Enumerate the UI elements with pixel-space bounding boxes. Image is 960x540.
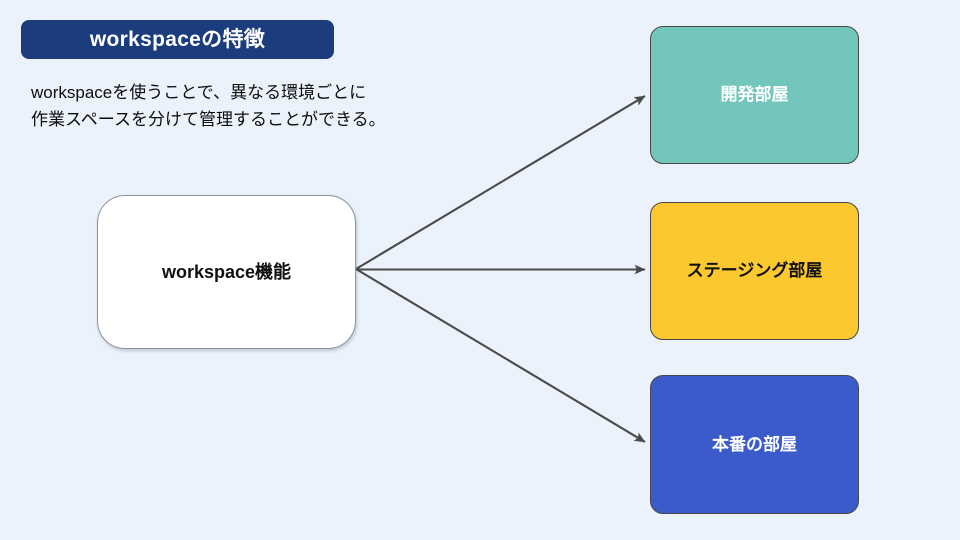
page-title-badge: workspaceの特徴 — [21, 20, 334, 59]
page-title: workspaceの特徴 — [89, 28, 266, 51]
description-line-1: workspaceを使うことで、異なる環境ごとに — [31, 83, 367, 102]
description-text: workspaceを使うことで、異なる環境ごとに 作業スペースを分けて管理するこ… — [31, 79, 451, 133]
description-line-2: 作業スペースを分けて管理することができる。 — [31, 110, 386, 129]
node-staging-room-label: ステージング部屋 — [686, 261, 823, 281]
node-production-room-label: 本番の部屋 — [712, 434, 797, 454]
node-workspace-feature[interactable]: workspace機能 — [97, 195, 356, 349]
node-production-room[interactable]: 本番の部屋 — [650, 375, 859, 514]
node-dev-room[interactable]: 開発部屋 — [650, 26, 859, 164]
connector-source-to-prod — [355, 268, 646, 443]
node-workspace-feature-label: workspace機能 — [161, 261, 292, 282]
node-staging-room[interactable]: ステージング部屋 — [650, 202, 859, 340]
node-dev-room-label: 開発部屋 — [720, 85, 789, 105]
